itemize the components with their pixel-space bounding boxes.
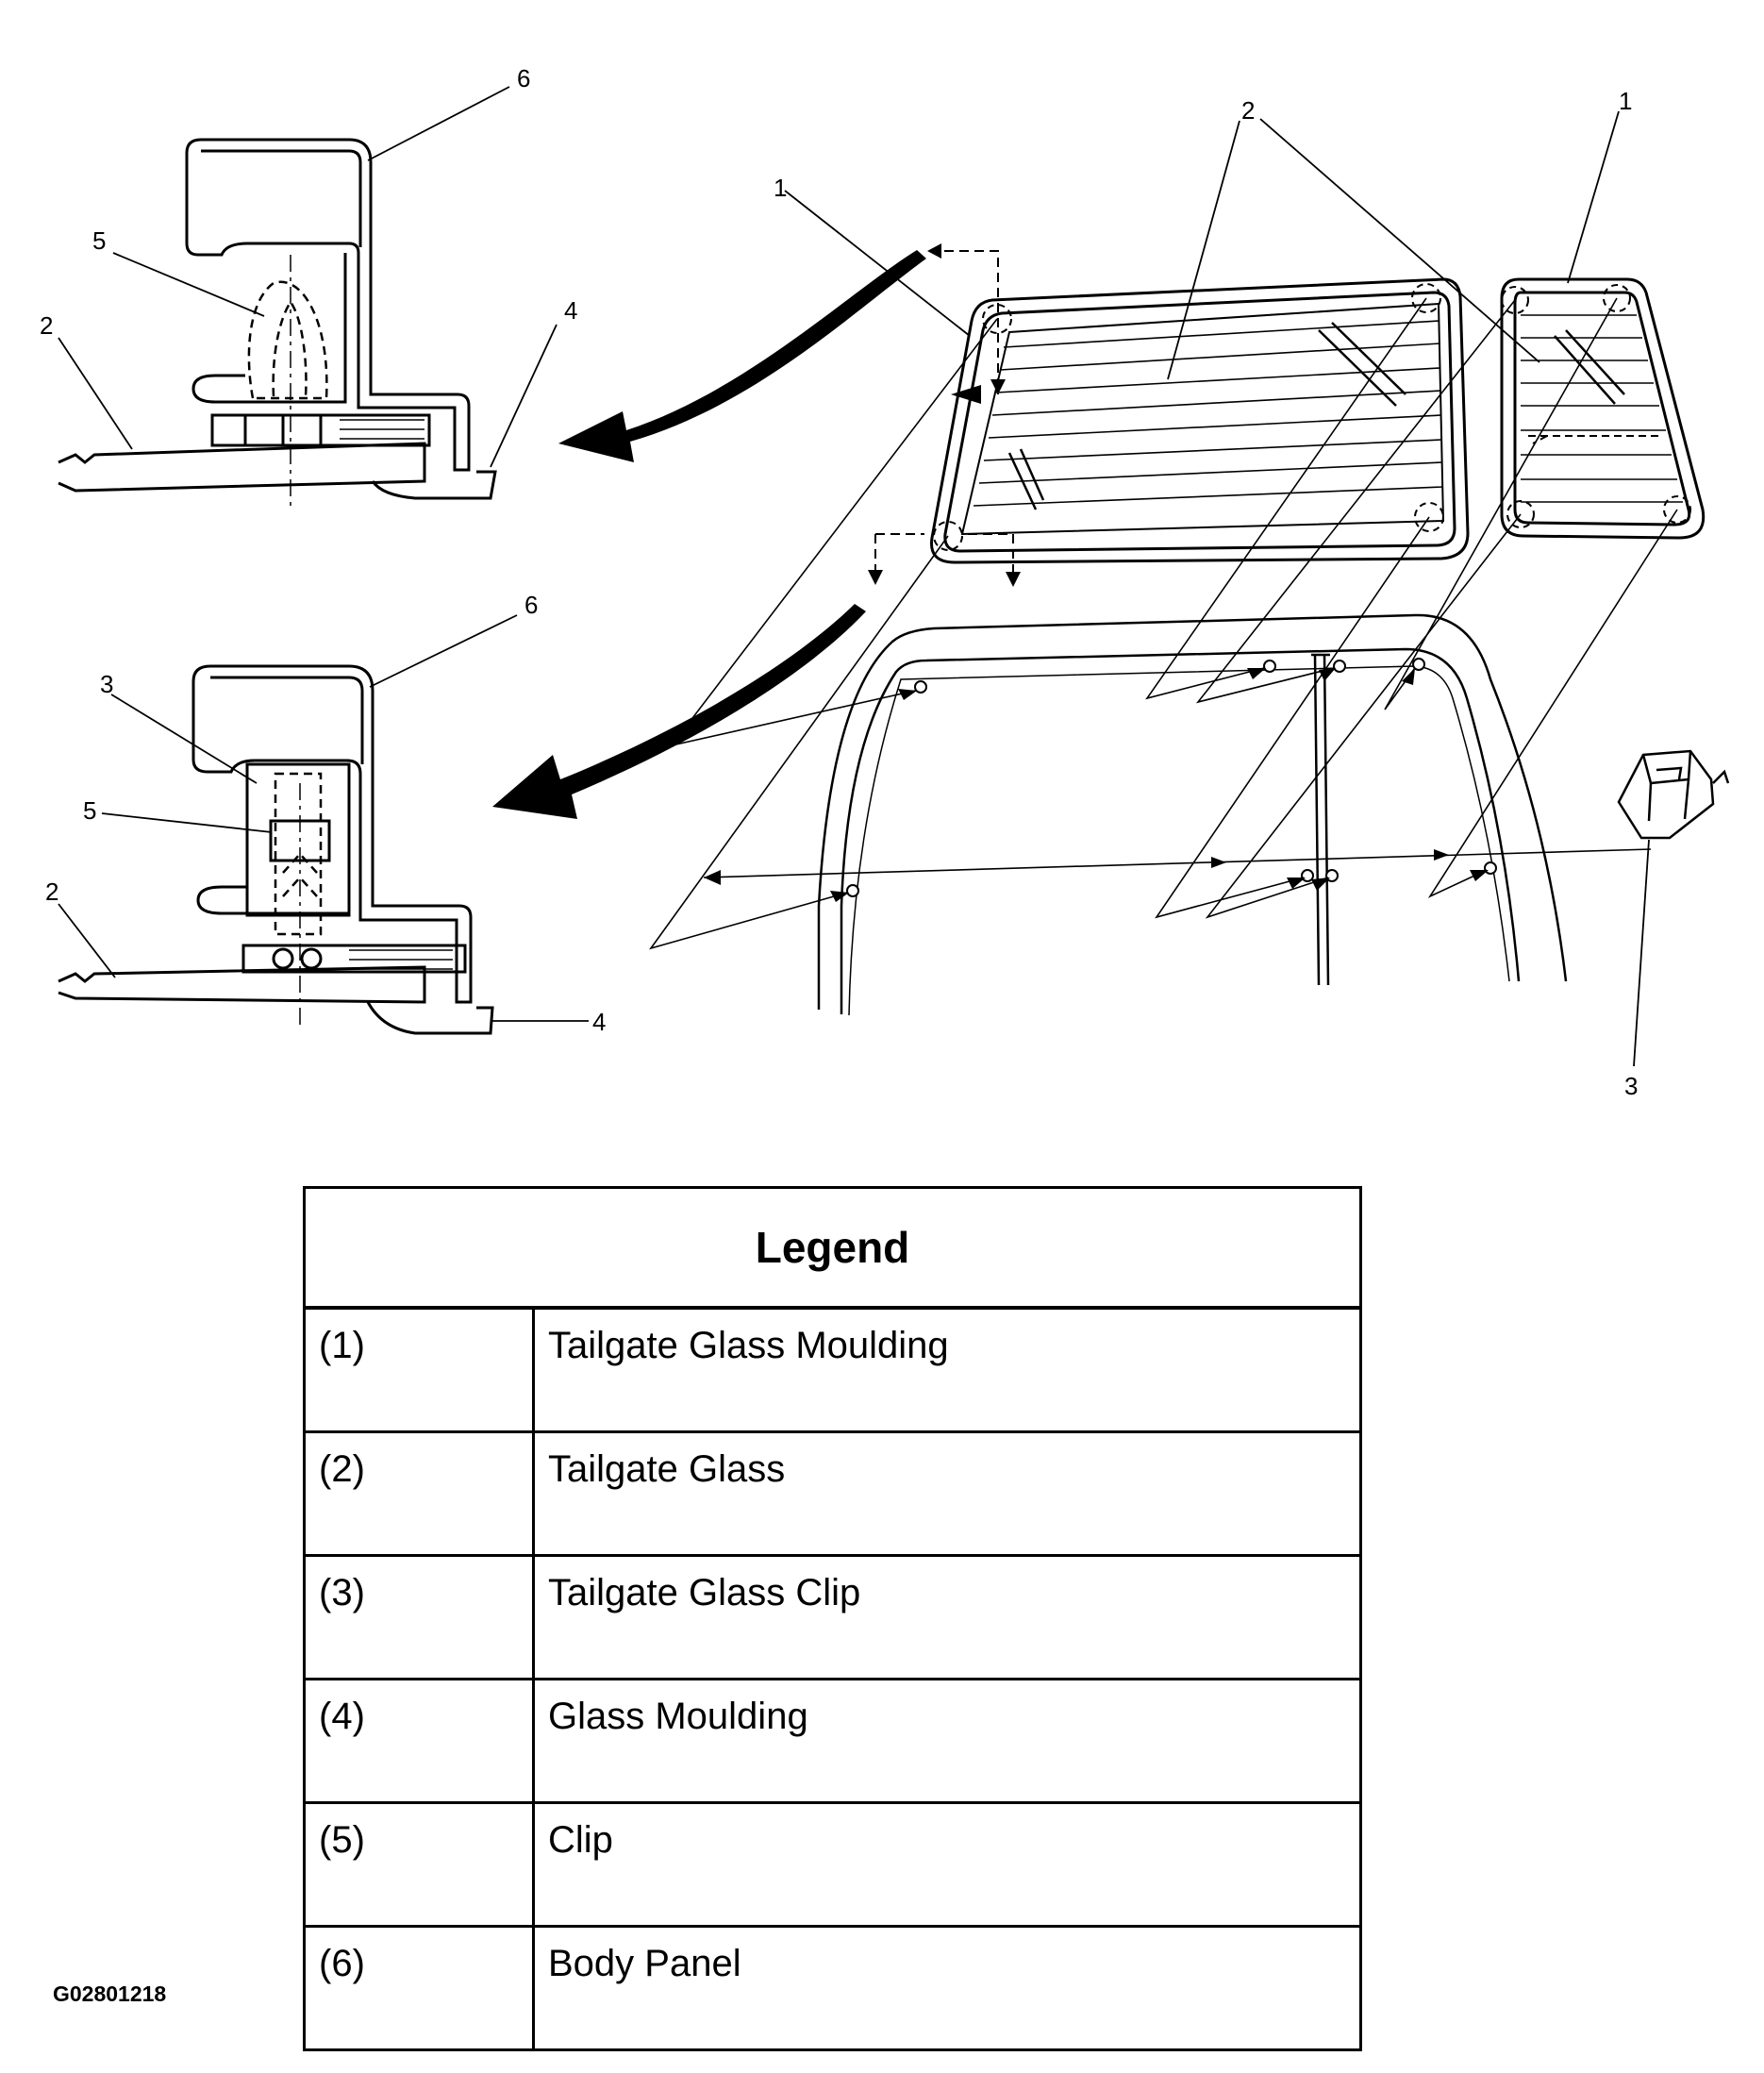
callout-2-bottom: 2 bbox=[45, 878, 58, 906]
glass-pane-edge bbox=[58, 442, 426, 493]
glass-moulding-lip bbox=[366, 1001, 494, 1035]
body-panel-outline bbox=[191, 664, 473, 1004]
detail-arrows bbox=[492, 250, 926, 819]
inner-opening-outline bbox=[840, 647, 1521, 1014]
legend-row: (3) Tailgate Glass Clip bbox=[304, 1554, 1361, 1680]
adhesive-strip bbox=[241, 944, 467, 974]
body-panel-outline bbox=[185, 138, 471, 472]
legend-number: (2) bbox=[304, 1430, 535, 1556]
legend-row: (6) Body Panel bbox=[304, 1925, 1361, 2050]
leader-lines bbox=[58, 86, 1650, 1067]
glass-moulding-frame bbox=[1500, 277, 1706, 540]
clip-dashed-outline bbox=[247, 280, 328, 400]
body-panel-flange bbox=[191, 253, 347, 404]
legend-description: Tailgate Glass Moulding bbox=[533, 1306, 1361, 1432]
figure-id: G02801218 bbox=[53, 1981, 167, 2006]
legend-header-row: Legend bbox=[304, 1187, 1361, 1310]
callout-1-right: 1 bbox=[1619, 87, 1632, 115]
legend-row: (2) Tailgate Glass bbox=[304, 1430, 1361, 1556]
curved-arrow-top bbox=[558, 250, 926, 462]
legend-row: (5) Clip bbox=[304, 1801, 1361, 1927]
legend-number: (4) bbox=[304, 1678, 535, 1803]
legend-number: (6) bbox=[304, 1925, 535, 2050]
callout-labels: 6 5 4 2 6 3 5 2 4 1 2 1 3 bbox=[40, 64, 1638, 1100]
glass-moulding-diagram: 6 5 4 2 6 3 5 2 4 1 2 1 3 bbox=[40, 64, 1730, 1100]
legend-number: (3) bbox=[304, 1554, 535, 1680]
curved-arrow-bottom bbox=[492, 604, 866, 819]
legend-description: Body Panel bbox=[533, 1925, 1361, 2050]
legend-description: Glass Moulding bbox=[533, 1678, 1361, 1803]
clip-holes bbox=[846, 658, 1497, 897]
callout-5-bottom: 5 bbox=[83, 796, 96, 825]
tailgate-glass-center bbox=[930, 277, 1470, 564]
top-section-detail bbox=[58, 138, 497, 510]
clip-housing bbox=[245, 762, 351, 917]
callout-5-top: 5 bbox=[92, 226, 106, 255]
legend-table: Legend (1) Tailgate Glass Moulding (2) T… bbox=[303, 1186, 1362, 2051]
callout-2-top: 2 bbox=[40, 311, 53, 340]
bottom-section-detail bbox=[58, 664, 494, 1035]
callout-4-top: 4 bbox=[564, 296, 577, 325]
legend-number: (1) bbox=[304, 1306, 535, 1432]
tailgate-glass-clip-part bbox=[1617, 749, 1730, 840]
callout-1-left: 1 bbox=[774, 174, 787, 202]
glass-moulding-frame bbox=[930, 277, 1470, 564]
callout-3-bottom: 3 bbox=[100, 670, 113, 698]
tailgate-glass-right bbox=[1500, 277, 1706, 540]
legend-row: (4) Glass Moulding bbox=[304, 1678, 1361, 1803]
legend-title: Legend bbox=[304, 1187, 1361, 1310]
guide-lines bbox=[649, 297, 1678, 950]
body-panel-flange bbox=[196, 776, 351, 915]
guide-arrowheads bbox=[704, 668, 1489, 902]
legend-description: Tailgate Glass Clip bbox=[533, 1554, 1361, 1680]
callout-4-bottom: 4 bbox=[592, 1008, 606, 1036]
center-pillar bbox=[1313, 654, 1321, 986]
legend-description: Clip bbox=[533, 1801, 1361, 1927]
legend-description: Tailgate Glass bbox=[533, 1430, 1361, 1556]
outer-opening-outline bbox=[817, 613, 1568, 1010]
legend-number: (5) bbox=[304, 1801, 535, 1927]
callout-6-bottom: 6 bbox=[524, 591, 538, 619]
glass-moulding-lip bbox=[371, 470, 497, 500]
callout-6-top: 6 bbox=[517, 64, 530, 92]
legend-row: (1) Tailgate Glass Moulding bbox=[304, 1306, 1361, 1432]
callout-3-main: 3 bbox=[1624, 1072, 1638, 1100]
callout-2-main: 2 bbox=[1241, 96, 1255, 125]
body-opening bbox=[817, 613, 1568, 1016]
